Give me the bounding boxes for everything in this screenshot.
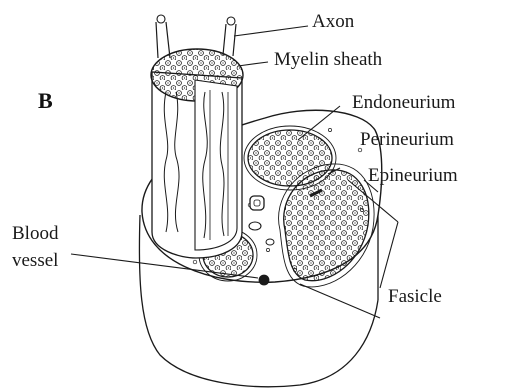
label-fasicle: Fasicle — [388, 287, 442, 306]
label-myelin-sheath: Myelin sheath — [274, 50, 382, 69]
panel-letter: B — [38, 90, 53, 112]
label-vessel: vessel — [12, 251, 58, 270]
leader-fasicle-b — [380, 222, 398, 288]
label-epineurium: Epineurium — [368, 166, 458, 185]
label-blood: Blood — [12, 224, 58, 243]
leader-myelin-sheath — [238, 62, 268, 66]
fascicle-tube — [151, 15, 243, 258]
leader-axon — [234, 26, 308, 36]
blood-vessel-dot — [259, 275, 269, 285]
label-perineurium: Perineurium — [360, 130, 454, 149]
label-axon: Axon — [312, 12, 354, 31]
label-endoneurium: Endoneurium — [352, 93, 455, 112]
